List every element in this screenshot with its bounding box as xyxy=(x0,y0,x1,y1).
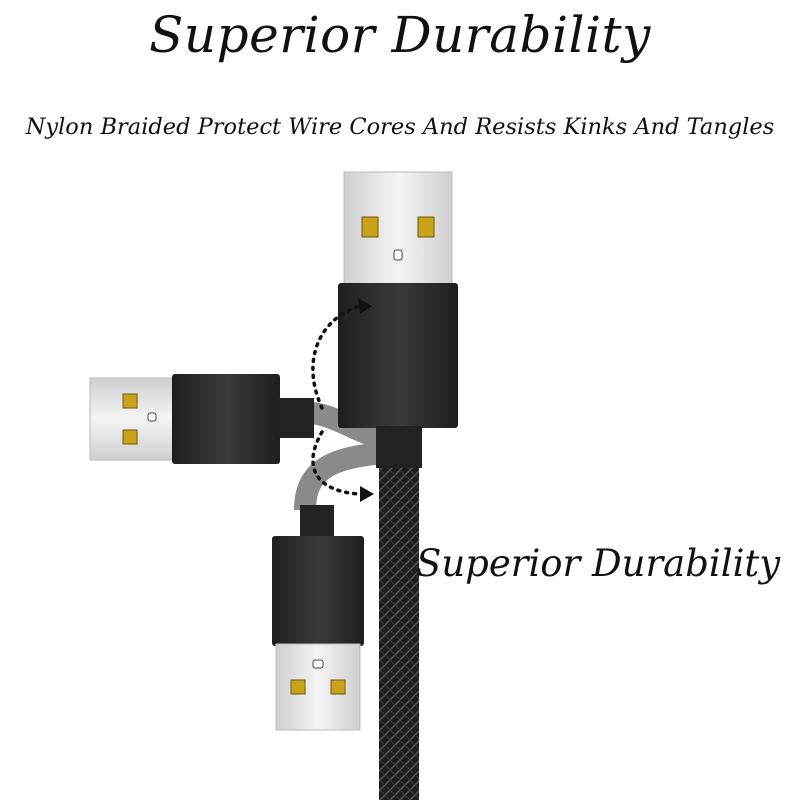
usb-plug-upright-icon xyxy=(338,171,458,468)
usb-plug-down-icon xyxy=(272,505,364,731)
braided-cable xyxy=(379,440,419,800)
subtitle: Nylon Braided Protect Wire Cores And Res… xyxy=(25,114,775,140)
durability-label: Superior Durability xyxy=(416,542,781,585)
usb-plug-left-icon xyxy=(89,374,314,464)
page-title: Superior Durability xyxy=(149,6,651,64)
dotted-arc-arrow-icon xyxy=(311,298,374,502)
